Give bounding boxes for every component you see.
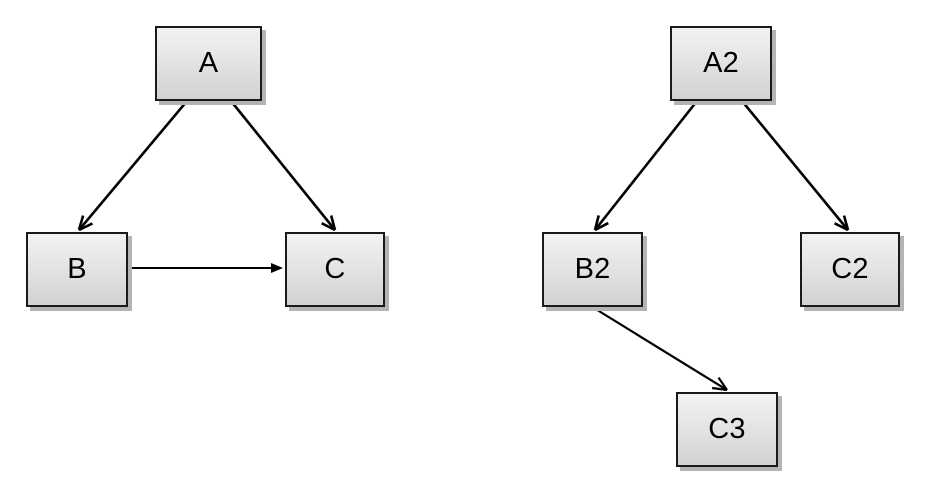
arrowhead-open-icon-1: [594, 221, 609, 232]
edge-line: [229, 100, 337, 231]
edge-a2-to-b2[interactable]: [593, 100, 699, 232]
node-c3-label: C3: [708, 413, 746, 445]
node-a2[interactable]: A2: [670, 26, 772, 101]
node-b[interactable]: B: [26, 232, 128, 307]
arrowhead-open-icon-0: [77, 215, 85, 231]
node-a[interactable]: A: [155, 26, 262, 101]
arrowhead-open-icon-1: [78, 222, 94, 232]
edge-line: [78, 100, 188, 231]
arrowhead-open-icon-0: [593, 215, 600, 231]
arrowhead-open-icon-0: [321, 222, 336, 232]
edge-b2-to-c3[interactable]: [593, 307, 728, 392]
node-c3[interactable]: C3: [676, 392, 778, 467]
node-c-label: C: [324, 253, 346, 285]
arrowhead-open-icon-1: [842, 215, 850, 231]
arrowhead-open-icon-1: [329, 215, 337, 231]
arrowhead-open-icon-1: [717, 376, 728, 391]
node-b2-label: B2: [574, 253, 611, 285]
node-c2[interactable]: C2: [800, 232, 900, 307]
arrowhead-open-icon-0: [833, 222, 849, 232]
arrowhead-filled-icon: [271, 263, 283, 273]
node-a-label: A: [198, 47, 219, 79]
edge-a2-to-c2[interactable]: [740, 100, 850, 232]
edge-line: [740, 100, 850, 231]
edge-b-to-c[interactable]: [130, 263, 283, 273]
node-a2-label: A2: [703, 47, 739, 79]
node-c[interactable]: C: [285, 232, 385, 307]
edge-a-to-c[interactable]: [229, 100, 337, 232]
edge-a-to-b[interactable]: [77, 100, 188, 232]
edge-line: [593, 100, 699, 231]
node-c2-label: C2: [831, 253, 869, 285]
node-b-label: B: [67, 253, 87, 285]
node-b2[interactable]: B2: [542, 232, 643, 307]
arrowhead-open-icon-0: [711, 386, 728, 392]
edge-line: [593, 307, 728, 391]
